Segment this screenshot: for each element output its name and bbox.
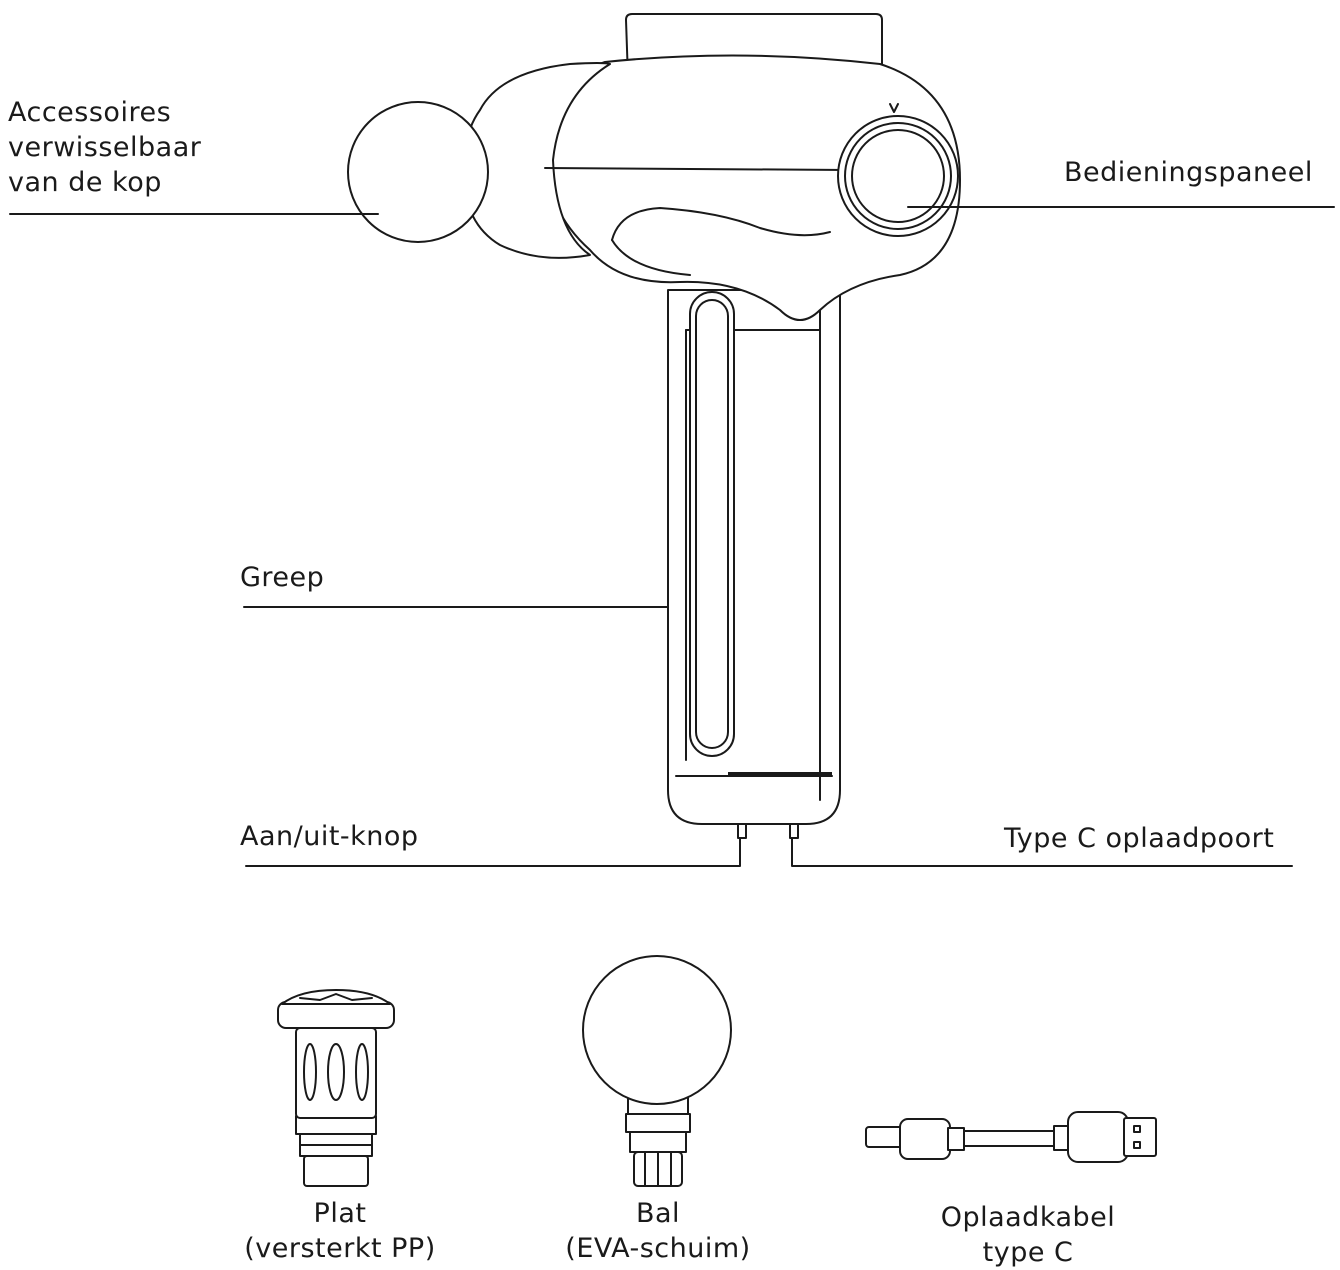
label-greep: Greep (240, 562, 325, 593)
bal-sphere (582, 955, 732, 1105)
power-button-stub (737, 823, 747, 839)
label-accessoires-line-2: verwisselbaar (8, 132, 202, 163)
plat-slot-3 (355, 1043, 369, 1101)
label-bal: Bal (EVA-schuim) (508, 1196, 808, 1266)
control-panel-marker (889, 103, 899, 113)
label-plat-detail: (versterkt PP) (244, 1233, 436, 1264)
label-bedieningspaneel: Bedieningspaneel (1064, 157, 1313, 188)
label-oplaadkabel-name: Oplaadkabel (940, 1202, 1116, 1233)
label-accessoires-line-3: van de kop (8, 167, 162, 198)
usb-c-cable (865, 1111, 1157, 1163)
label-bal-name: Bal (635, 1198, 681, 1229)
leader-lines (9, 206, 1335, 867)
usb-a-housing (1067, 1111, 1129, 1163)
control-panel-outer-ring (837, 115, 959, 237)
plat-body (295, 1027, 377, 1119)
bal-attachment (582, 955, 732, 1187)
plat-attachment (277, 989, 395, 1187)
label-aan-uit-knop: Aan/uit-knop (240, 821, 419, 852)
label-oplaadkabel: Oplaadkabel type C (878, 1200, 1178, 1270)
label-plat: Plat (versterkt PP) (190, 1196, 490, 1266)
leader-aan-uit-knop (245, 837, 741, 867)
bal-collar (625, 1113, 691, 1133)
usb-c-plug-housing (899, 1118, 951, 1160)
plat-tip (303, 1155, 369, 1187)
plat-slot-1 (303, 1043, 317, 1101)
plat-head-top (281, 989, 391, 1005)
port-stub (789, 823, 799, 839)
leader-type-c (791, 837, 1293, 867)
head-ball-attachment (347, 101, 489, 243)
grip-slot (689, 291, 735, 757)
usb-c-plug-tip (865, 1126, 903, 1148)
head-swoosh (611, 207, 831, 241)
head-seam (544, 167, 849, 171)
massage-gun (347, 13, 961, 839)
label-plat-name: Plat (313, 1198, 367, 1229)
control-panel-inner-ring (851, 129, 945, 223)
grip-slot-inner (695, 299, 729, 749)
label-type-c-oplaadpoort: Type C oplaadpoort (1004, 823, 1275, 854)
bal-collar-lower (629, 1131, 687, 1153)
plat-head (277, 1001, 395, 1029)
cable-strain-left (947, 1127, 965, 1151)
handle-band-dark (728, 772, 832, 776)
label-accessoires: Accessoires verwisselbaar van de kop (8, 95, 201, 200)
head-swoosh-lower (611, 239, 691, 276)
plat-slot-2 (327, 1043, 345, 1101)
label-oplaadkabel-detail: type C (982, 1237, 1074, 1268)
usb-a-plug (1123, 1117, 1157, 1157)
control-panel-mid-ring (844, 122, 952, 230)
label-bal-detail: (EVA-schuim) (565, 1233, 751, 1264)
label-accessoires-line-1: Accessoires (8, 97, 172, 128)
